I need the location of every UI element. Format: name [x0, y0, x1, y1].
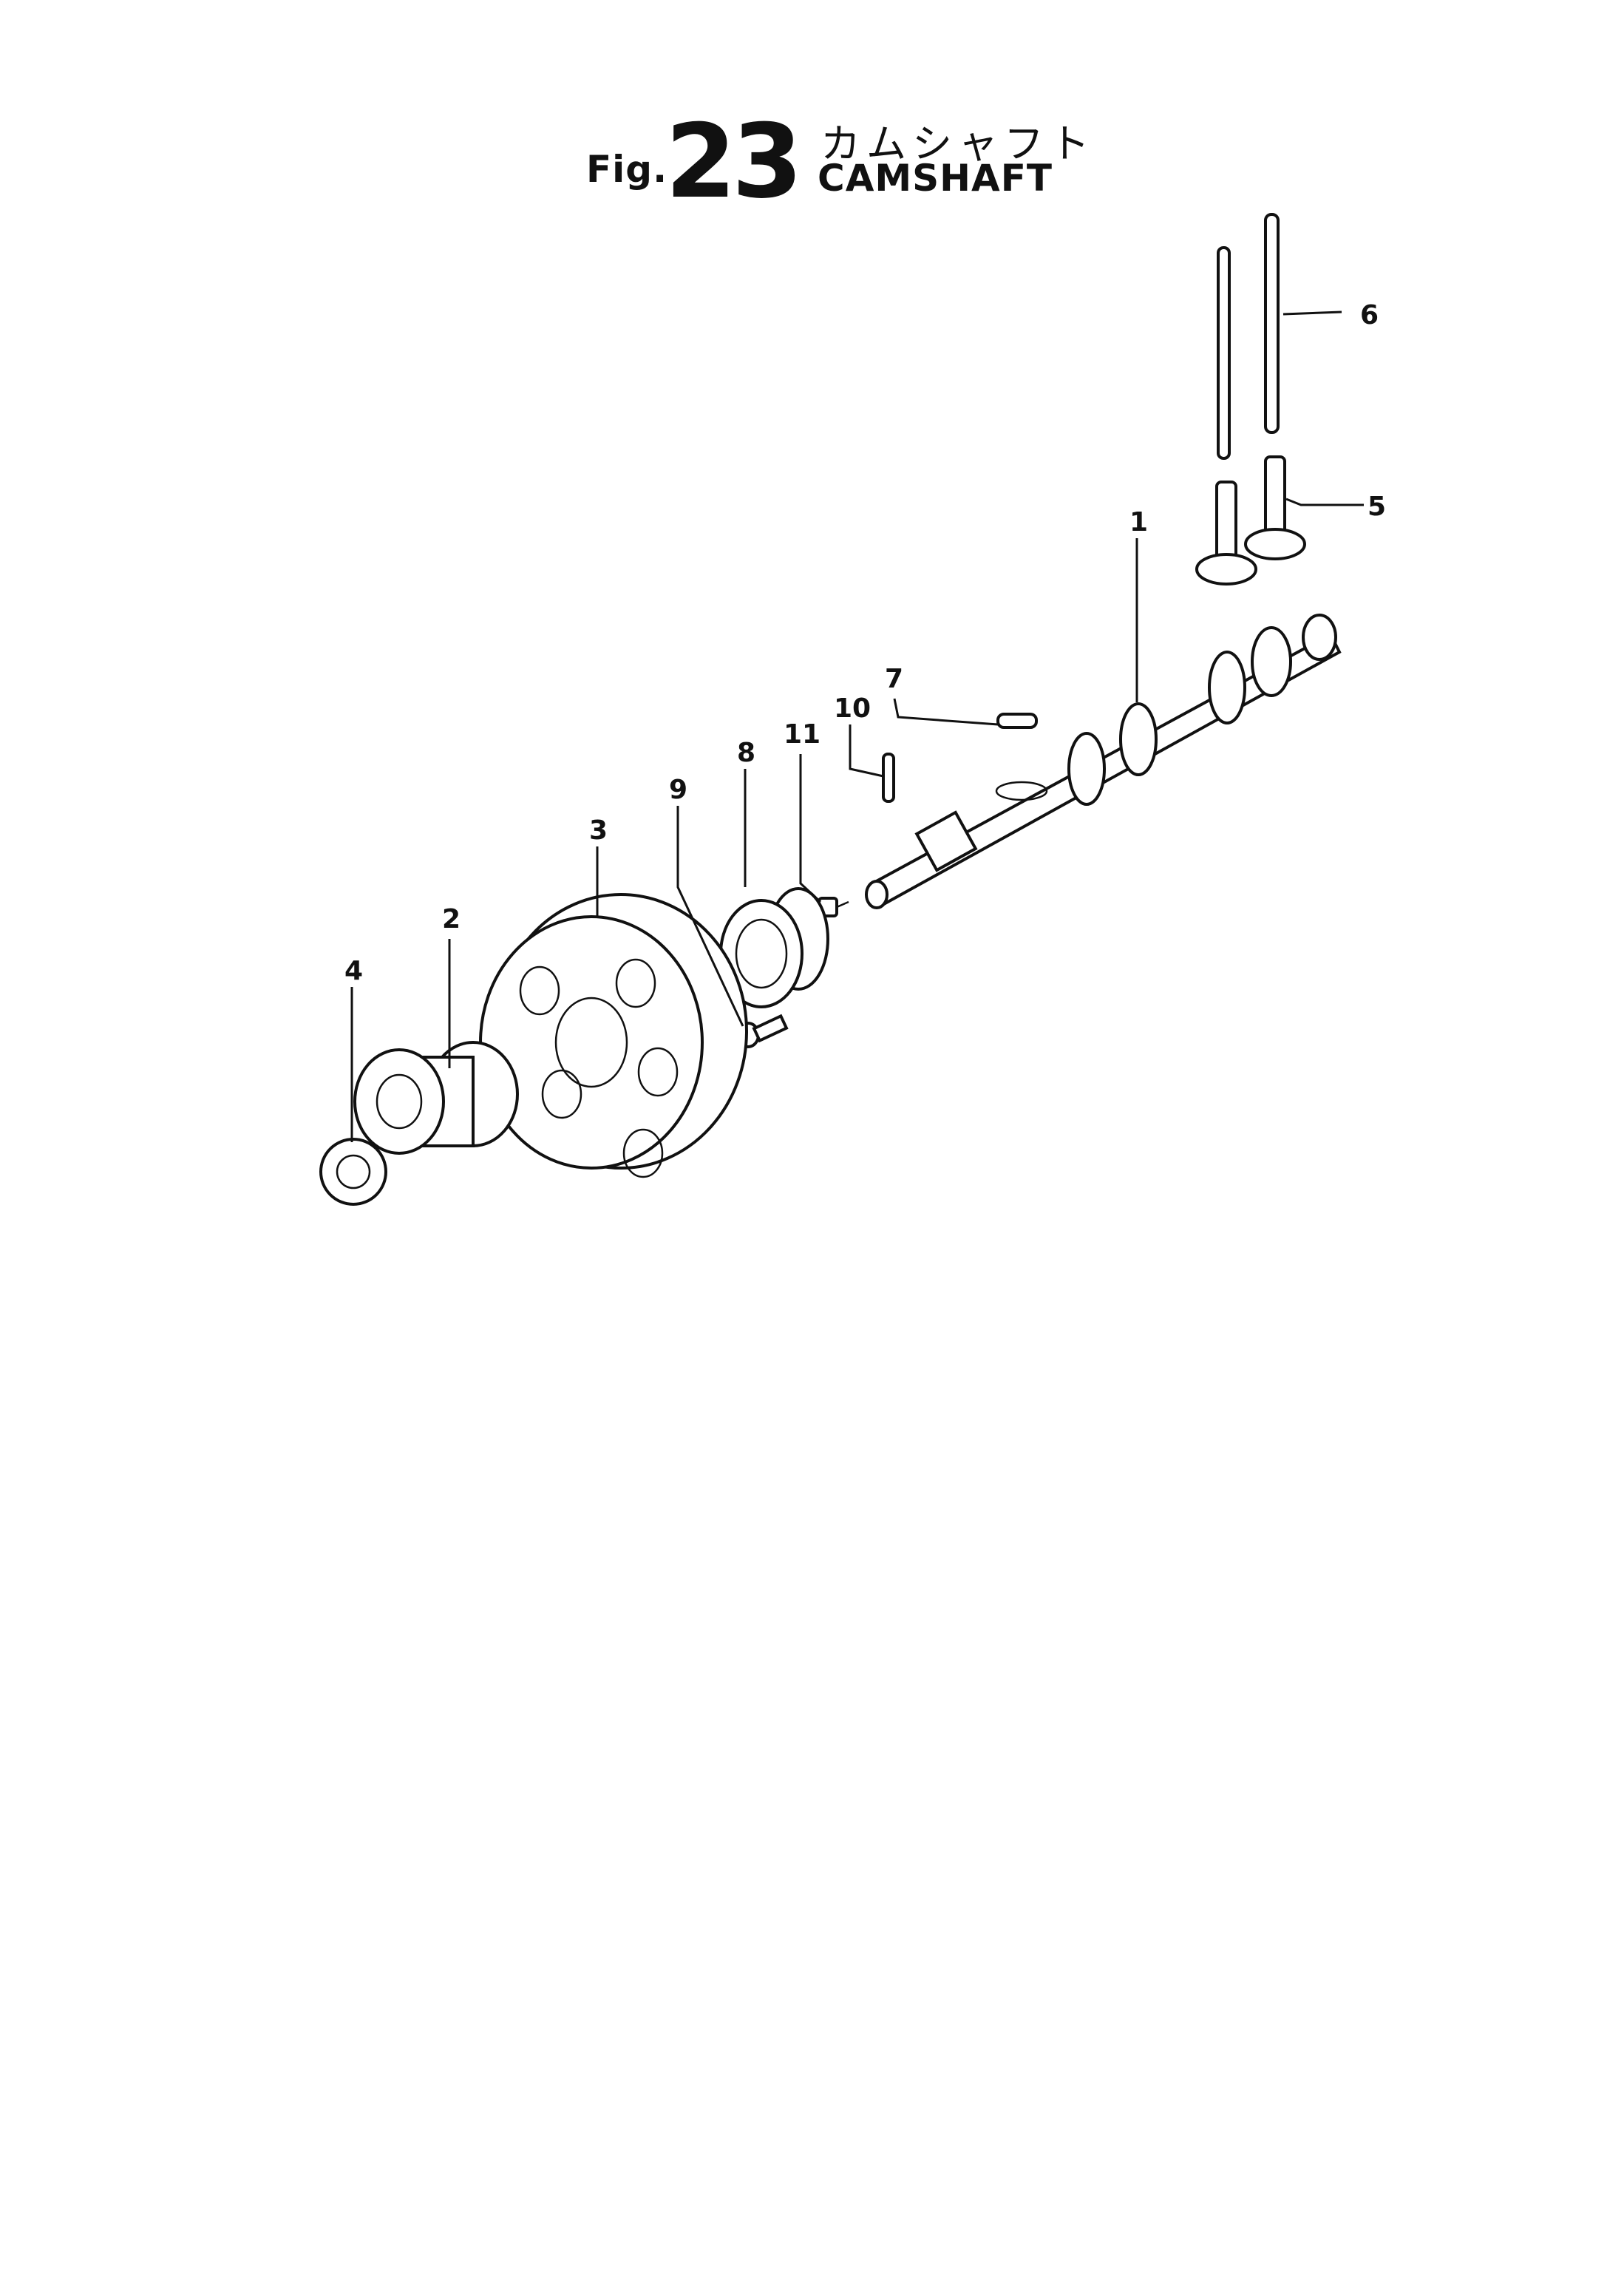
- leader-lines: [350, 310, 1364, 1142]
- camshaft: [865, 614, 1342, 909]
- callout-9: 9: [669, 775, 687, 805]
- hex-nut: [319, 1138, 387, 1206]
- timing-gear: [479, 893, 748, 1178]
- ball-bearing: [719, 887, 829, 1008]
- callout-5: 5: [1368, 492, 1386, 522]
- tappets: [1195, 455, 1306, 586]
- callout-6: 6: [1360, 300, 1379, 330]
- callout-2: 2: [442, 904, 461, 934]
- push-rods: [1217, 213, 1280, 460]
- spring-pin: [882, 753, 895, 803]
- figure-number: 23: [665, 102, 803, 221]
- figure-title-japanese: カムシャフト: [821, 121, 1095, 167]
- callout-3: 3: [589, 815, 608, 846]
- callout-11: 11: [784, 719, 821, 750]
- collar: [353, 1041, 519, 1155]
- callout-7: 7: [885, 664, 903, 694]
- woodruff-key: [996, 713, 1038, 729]
- callout-1: 1: [1129, 507, 1148, 537]
- figure-prefix: Fig.: [586, 148, 668, 191]
- callout-10: 10: [834, 693, 871, 724]
- callout-8: 8: [737, 738, 755, 768]
- figure-title-english: CAMSHAFT: [818, 157, 1053, 200]
- callout-4: 4: [344, 956, 363, 986]
